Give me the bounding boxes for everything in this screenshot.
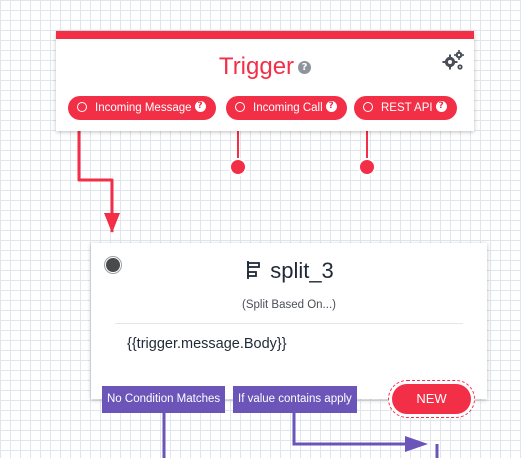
output-port-rest-api [358, 158, 376, 176]
input-port[interactable] [105, 257, 121, 273]
transition-if-value-contains[interactable]: If value contains apply [233, 386, 357, 413]
question-circle-icon[interactable]: ? [194, 101, 206, 113]
transition-label: Incoming Call [253, 102, 323, 114]
new-transition-button[interactable]: NEW [388, 380, 475, 418]
connector-if-contains [292, 413, 420, 446]
split-variable: {{trigger.message.Body}} [127, 336, 287, 352]
transition-incoming-call[interactable]: Incoming Call? [226, 96, 347, 120]
split-title: split_3 [270, 258, 334, 283]
question-circle-icon[interactable]: ? [435, 101, 447, 113]
question-circle-icon[interactable]: ? [325, 101, 337, 113]
split-widget[interactable]: split_3 (Split Based On...) {{trigger.me… [91, 243, 487, 399]
transition-label: Incoming Message [95, 102, 192, 114]
transition-no-condition-matches[interactable]: No Condition Matches [102, 386, 226, 413]
transition-incoming-message[interactable]: Incoming Message? [68, 96, 216, 120]
connector-arrowhead-purple [405, 436, 428, 452]
trigger-title: Trigger [218, 53, 295, 80]
radio-ring-icon [77, 101, 87, 112]
split-title-row: split_3 [91, 258, 487, 284]
new-label: NEW [392, 384, 471, 414]
transition-rest-api[interactable]: REST API? [354, 96, 457, 120]
connector-incoming-message [77, 108, 114, 232]
trigger-widget[interactable]: Trigger? Incoming Message? Incoming Call… [56, 31, 474, 131]
radio-ring-icon [235, 101, 245, 112]
transition-label: REST API [381, 102, 433, 114]
split-subtitle: (Split Based On...) [242, 299, 336, 311]
question-circle-icon[interactable]: ? [298, 61, 312, 75]
divider [115, 323, 463, 324]
split-icon [247, 261, 261, 279]
gears-icon[interactable] [441, 49, 465, 73]
radio-ring-icon [363, 101, 373, 112]
output-port-incoming-call [229, 158, 247, 176]
connector-arrowhead [104, 213, 120, 233]
trigger-title-row: Trigger? [56, 53, 474, 81]
